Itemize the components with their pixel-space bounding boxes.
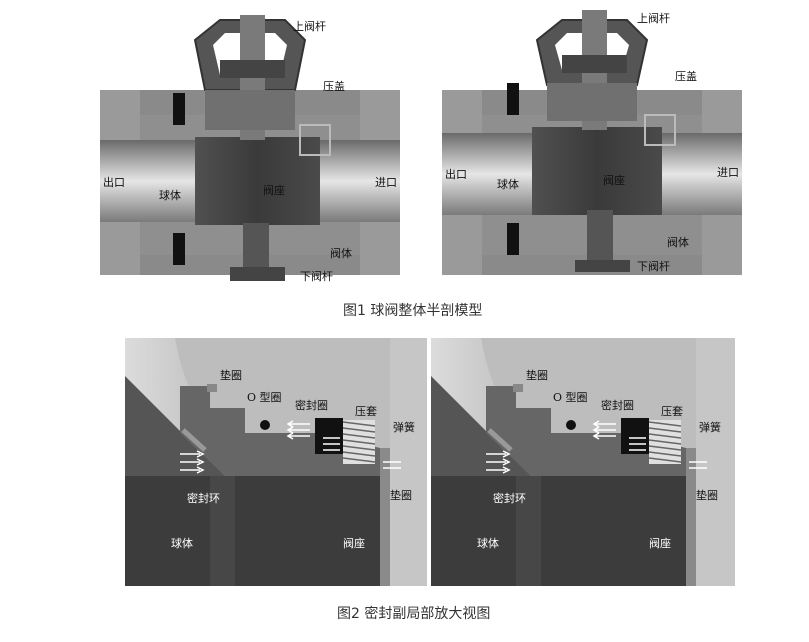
seal-detail-right-drawing	[431, 338, 735, 586]
label-gland: 压盖	[323, 80, 345, 93]
label-body: 阀体	[667, 236, 689, 249]
label-outlet: 出口	[103, 176, 125, 189]
label-upper-stem: 上阀杆	[293, 20, 326, 33]
label-inlet: 进口	[375, 176, 397, 189]
label-upper-stem: 上阀杆	[637, 12, 670, 25]
label-spring: 弹簧	[699, 421, 721, 434]
figure2-caption: 图2 密封副局部放大视图	[337, 606, 491, 622]
valve-model-right: 上阀杆 压盖 出口 球体 阀座 进口 阀体 下阀杆	[437, 5, 757, 290]
label-gasket-right: 垫圈	[696, 489, 718, 502]
label-ball: 球体	[171, 537, 193, 550]
label-seat: 阀座	[263, 184, 285, 197]
label-gasket-top: 垫圈	[526, 369, 548, 382]
valve-model-left-drawing	[100, 15, 400, 281]
seal-detail-left: 垫圈 O 型圈 密封圈 压套 弹簧 垫圈 密封环 球体 阀座	[125, 338, 427, 586]
figure1-caption: 图1 球阀整体半剖模型	[343, 303, 483, 319]
label-gasket-right: 垫圈	[390, 489, 412, 502]
label-outlet: 出口	[445, 168, 467, 181]
valve-model-right-drawing	[442, 10, 742, 275]
valve-model-left: 上阀杆 压盖 出口 球体 阀座 进口 阀体 下阀杆	[95, 5, 415, 290]
seal-detail-right: 垫圈 O 型圈 密封圈 压套 弹簧 垫圈 密封环 球体 阀座	[431, 338, 735, 586]
label-seat: 阀座	[603, 174, 625, 187]
label-inlet: 进口	[717, 166, 739, 179]
label-sealing-ring: 密封环	[187, 492, 220, 505]
label-ball: 球体	[159, 189, 181, 202]
label-gasket-top: 垫圈	[220, 369, 242, 382]
label-sealing-ring: 密封环	[493, 492, 526, 505]
label-o-ring: O 型圈	[247, 391, 282, 404]
label-lower-stem: 下阀杆	[637, 260, 670, 273]
label-ball: 球体	[477, 537, 499, 550]
label-body: 阀体	[330, 247, 352, 260]
seal-detail-left-drawing	[125, 338, 427, 586]
label-sleeve: 压套	[355, 405, 377, 418]
label-gland: 压盖	[675, 70, 697, 83]
label-seat: 阀座	[649, 537, 671, 550]
label-o-ring: O 型圈	[553, 391, 588, 404]
label-seal-ring: 密封圈	[295, 399, 328, 412]
label-ball: 球体	[497, 178, 519, 191]
label-seat: 阀座	[343, 537, 365, 550]
label-spring: 弹簧	[393, 421, 415, 434]
label-sleeve: 压套	[661, 405, 683, 418]
label-lower-stem: 下阀杆	[300, 270, 333, 283]
label-seal-ring: 密封圈	[601, 399, 634, 412]
